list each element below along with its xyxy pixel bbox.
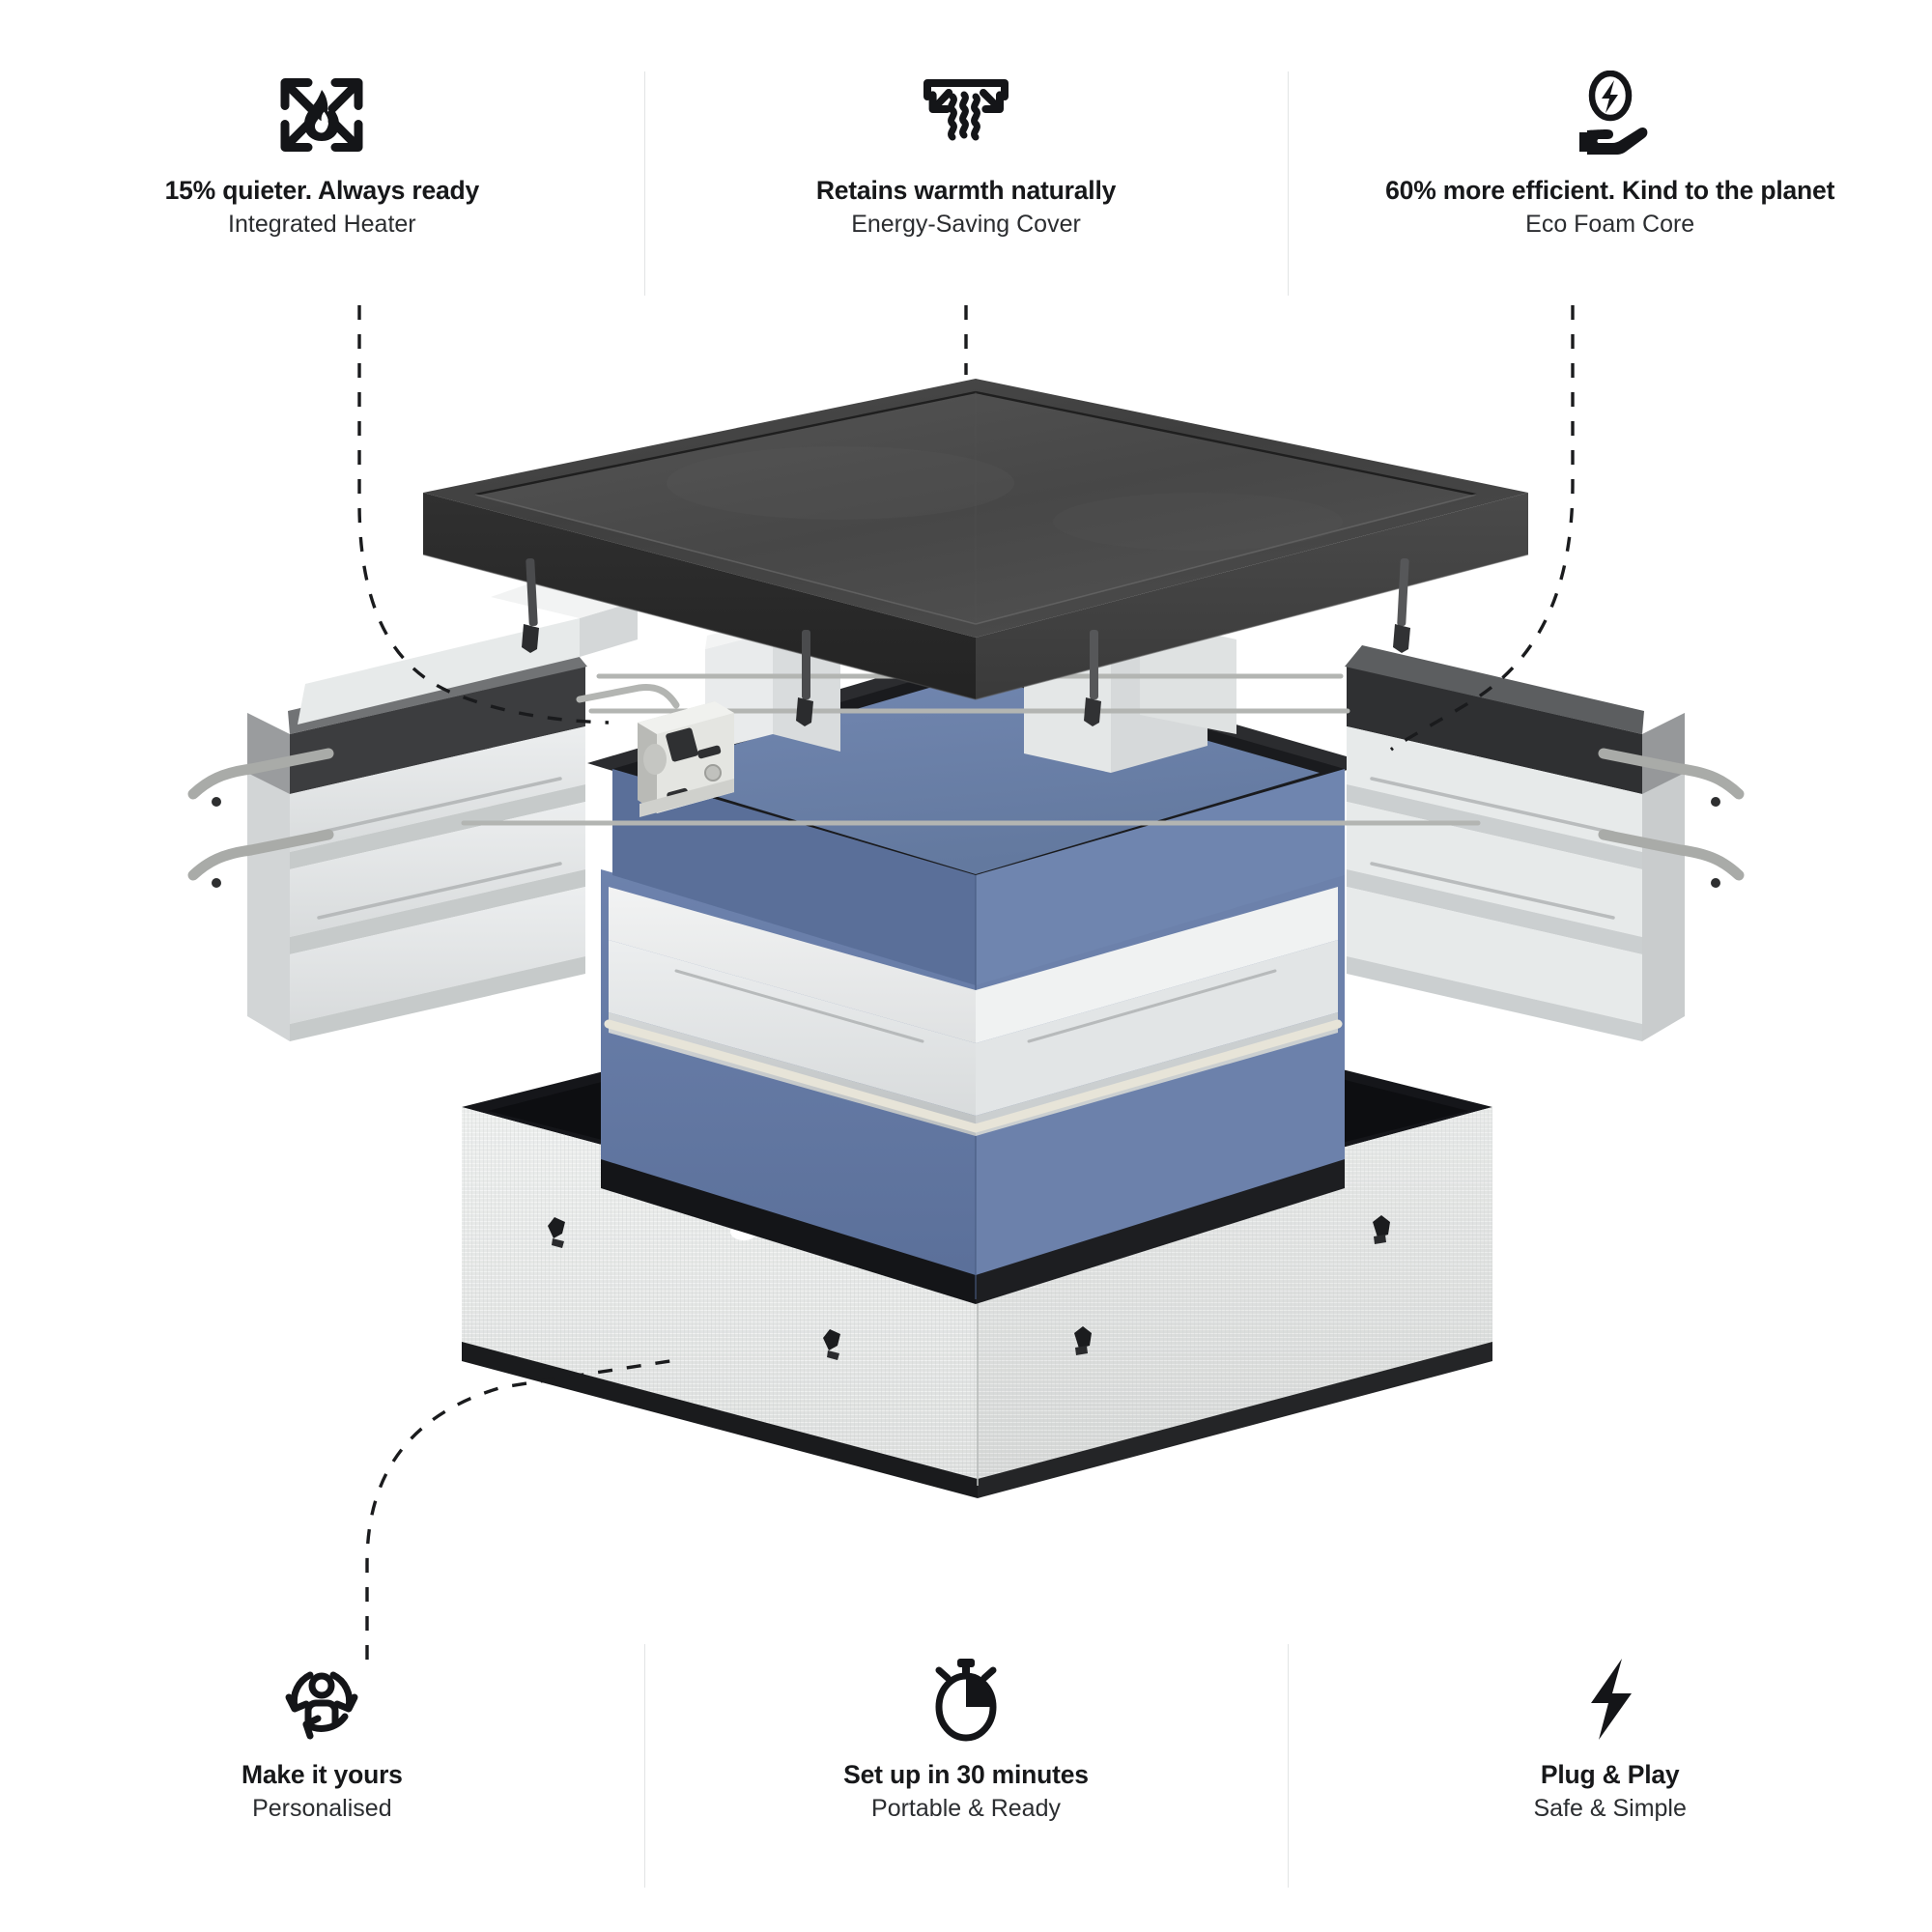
feature-title: Retains warmth naturally bbox=[815, 176, 1117, 205]
feature-portable-ready[interactable]: Set up in 30 minutes Portable & Ready bbox=[643, 1644, 1289, 1901]
feature-subtitle: Portable & Ready bbox=[871, 1795, 1061, 1823]
heat-retention-icon bbox=[920, 75, 1012, 155]
feature-energy-saving-cover[interactable]: Retains warmth naturally Energy-Saving C… bbox=[643, 71, 1289, 298]
cover-clip-strap bbox=[796, 630, 813, 726]
zipper-pull bbox=[1373, 1215, 1390, 1244]
feature-plug-and-play[interactable]: Plug & Play Safe & Simple bbox=[1288, 1644, 1932, 1901]
lightning-bolt-icon bbox=[1576, 1659, 1645, 1740]
zipper-pull bbox=[823, 1329, 840, 1360]
integrated-heater-module bbox=[576, 684, 734, 817]
connector-rod-left bbox=[187, 748, 334, 888]
feature-integrated-heater[interactable]: 15% quieter. Always ready Integrated Hea… bbox=[0, 75, 644, 298]
eco-energy-hand-icon bbox=[1566, 71, 1655, 155]
feature-row-bottom: Make it yours Personalised Set up i bbox=[0, 1644, 1932, 1901]
feature-subtitle: Safe & Simple bbox=[1533, 1795, 1687, 1823]
stopwatch-icon bbox=[925, 1659, 1007, 1742]
connector-rod-right bbox=[1598, 748, 1745, 888]
feature-title: 60% more efficient. Kind to the planet bbox=[1385, 176, 1835, 205]
flame-expand-icon bbox=[275, 75, 368, 155]
feature-subtitle: Energy-Saving Cover bbox=[851, 211, 1081, 239]
feature-title: Set up in 30 minutes bbox=[843, 1760, 1089, 1789]
insulating-cover-lid bbox=[422, 379, 1529, 726]
feature-subtitle: Personalised bbox=[252, 1795, 392, 1823]
feature-subtitle: Integrated Heater bbox=[228, 211, 416, 239]
feature-eco-foam-core[interactable]: 60% more efficient. Kind to the planet E… bbox=[1288, 71, 1932, 298]
feature-title: 15% quieter. Always ready bbox=[164, 176, 480, 205]
feature-title: Make it yours bbox=[241, 1760, 403, 1789]
zipper-pull bbox=[1074, 1326, 1092, 1355]
feature-title: Plug & Play bbox=[1540, 1760, 1680, 1789]
feature-row-top: 15% quieter. Always ready Integrated Hea… bbox=[0, 71, 1932, 298]
zipper-pull bbox=[548, 1217, 565, 1248]
person-rotate-icon bbox=[277, 1660, 366, 1740]
feature-subtitle: Eco Foam Core bbox=[1525, 211, 1695, 239]
foam-wall-panels-lower bbox=[604, 887, 1343, 1136]
feature-personalised[interactable]: Make it yours Personalised bbox=[0, 1660, 644, 1901]
cover-clip-strap bbox=[1084, 630, 1101, 726]
